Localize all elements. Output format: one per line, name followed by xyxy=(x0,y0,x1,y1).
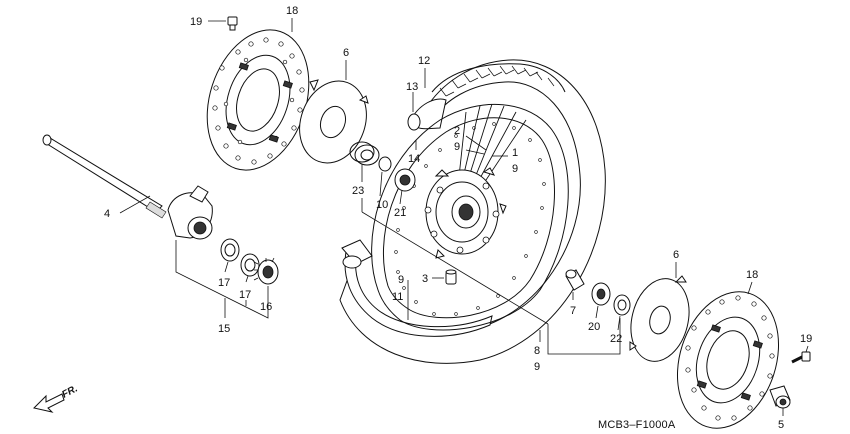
callout-17-a: 17 xyxy=(218,277,230,289)
left-disc-bolt xyxy=(227,16,238,31)
callout-labels: 19 18 6 12 13 2 9 1 9 14 23 10 21 4 3 9 … xyxy=(104,5,812,431)
callout-22: 22 xyxy=(610,333,622,345)
callout-19-top: 19 xyxy=(190,16,202,28)
left-brake-disc xyxy=(206,29,310,171)
callout-7: 7 xyxy=(570,305,576,317)
wheel-hub xyxy=(424,167,507,259)
inner-tube xyxy=(407,98,447,131)
callout-12: 12 xyxy=(418,55,430,67)
callout-9-d: 9 xyxy=(534,361,540,373)
leader-lines xyxy=(119,18,809,416)
callout-5: 5 xyxy=(778,419,784,431)
callout-11: 11 xyxy=(392,291,403,303)
left-hub-cover xyxy=(299,79,369,164)
callout-23: 23 xyxy=(352,185,364,197)
callout-16: 16 xyxy=(260,301,272,313)
left-seals xyxy=(220,238,260,277)
callout-9-b: 9 xyxy=(512,163,518,175)
spacer-collar xyxy=(445,269,457,285)
callout-3: 3 xyxy=(422,273,428,285)
callout-20: 20 xyxy=(588,321,600,333)
right-seal xyxy=(613,294,631,316)
tire xyxy=(339,59,606,364)
distance-collar xyxy=(565,269,585,291)
callout-2: 2 xyxy=(454,125,460,137)
callout-13: 13 xyxy=(406,81,418,93)
callout-6-left: 6 xyxy=(343,47,349,59)
rim-band xyxy=(341,239,493,337)
callout-9-a: 9 xyxy=(454,141,460,153)
right-bearing xyxy=(591,282,611,306)
axle-shaft xyxy=(42,134,167,219)
callout-19-right: 19 xyxy=(800,333,812,345)
spokes xyxy=(457,103,527,187)
speedometer-gear xyxy=(253,257,279,285)
callout-8: 8 xyxy=(534,345,540,357)
diagram-code: MCB3–F1000A xyxy=(598,419,676,431)
right-hub-cover xyxy=(629,275,690,362)
axle-nut xyxy=(769,385,791,409)
callout-18-right: 18 xyxy=(746,269,758,281)
circlip xyxy=(378,156,392,172)
callout-4: 4 xyxy=(104,208,110,220)
direction-label: FR. xyxy=(60,383,79,400)
callout-9-c: 9 xyxy=(398,274,404,286)
inner-bearing xyxy=(394,168,416,192)
callout-1: 1 xyxy=(512,147,518,159)
callout-6-right: 6 xyxy=(673,249,679,261)
callout-21: 21 xyxy=(394,207,406,219)
left-bearing xyxy=(349,141,380,166)
callout-10: 10 xyxy=(376,199,388,211)
callout-18-left: 18 xyxy=(286,5,298,17)
right-brake-disc xyxy=(676,291,780,429)
rim xyxy=(371,103,569,331)
callout-14: 14 xyxy=(408,153,420,165)
callout-15: 15 xyxy=(218,323,230,335)
front-direction-arrow: FR. xyxy=(33,383,80,413)
callout-17-b: 17 xyxy=(239,289,251,301)
right-disc-bolt xyxy=(791,351,811,364)
speedometer-gearbox xyxy=(167,185,213,240)
